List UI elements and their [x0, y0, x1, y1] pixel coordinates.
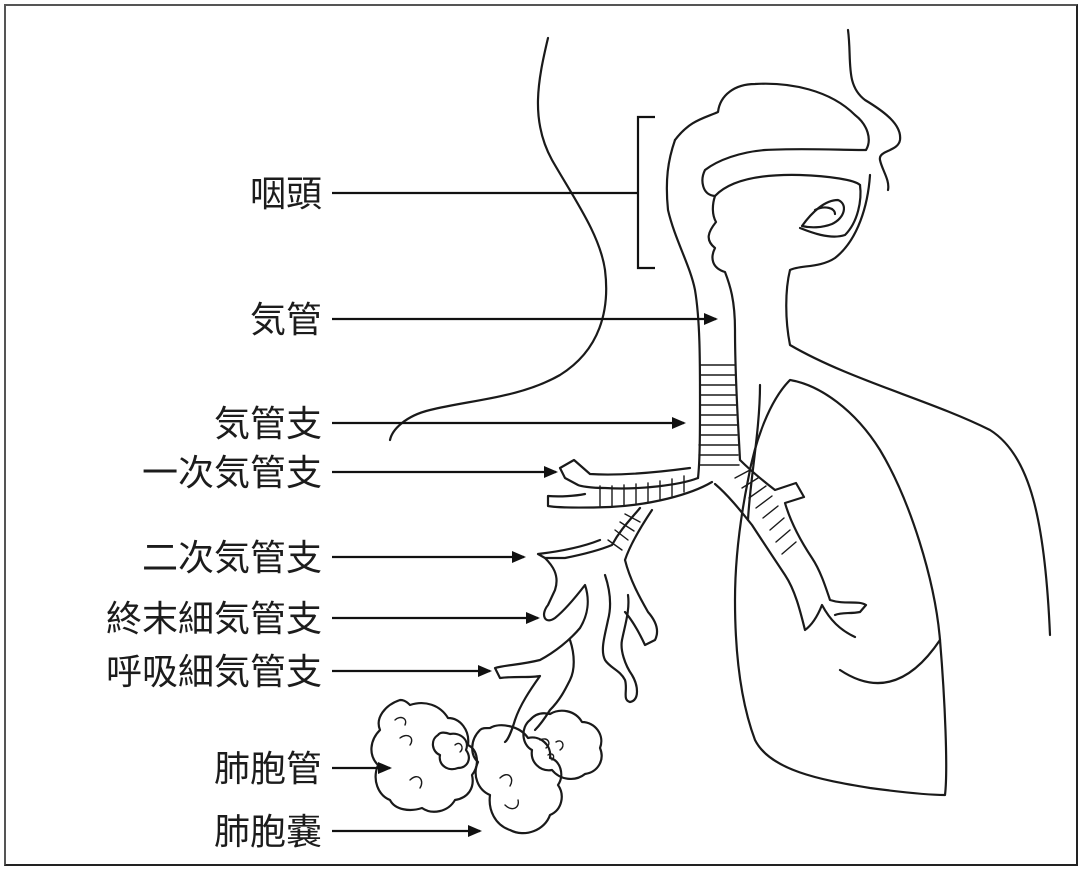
left-bronchus-rings: [600, 476, 684, 506]
alveolar-cluster-small: [433, 733, 469, 770]
label-alveolar-duct: 肺胞管: [214, 749, 322, 790]
label-alveolar-sac: 肺胞嚢: [214, 812, 322, 853]
bronchiole-tree-3: [535, 640, 574, 730]
lung-lower-lobe-line: [840, 640, 940, 683]
bronchiole-tree-2: [603, 575, 637, 702]
tongue: [802, 200, 844, 227]
label-secondary-bronchus: 二次気管支: [142, 538, 322, 579]
left-primary-bronchus: [560, 460, 698, 488]
pharynx-front-wall: [709, 196, 740, 460]
label-pharynx: 咽頭: [250, 174, 322, 215]
pharynx-bracket: [638, 117, 655, 268]
lung-outline: [735, 380, 946, 795]
alveolar-cluster-left: [371, 700, 477, 812]
label-bronchus: 気管支: [214, 404, 322, 445]
pharynx-back-wall: [667, 140, 700, 478]
tongue-mark: [815, 207, 835, 214]
label-respiratory-bronchiole: 呼吸細気管支: [106, 652, 322, 693]
tongue-outline: [800, 185, 860, 237]
face-profile: [848, 30, 900, 190]
label-trachea: 気管: [250, 300, 322, 341]
trachea-rings: [699, 365, 739, 465]
lung-fissure: [748, 385, 760, 520]
label-terminal-bronchiole: 終末細気管支: [106, 599, 322, 640]
nasal-cavity: [675, 84, 869, 196]
neck-outline: [390, 38, 606, 440]
label-primary-bronchus: 一次気管支: [142, 453, 322, 494]
chin-neck-profile: [786, 175, 1050, 635]
left-primary-bronchus-lower: [548, 482, 712, 508]
